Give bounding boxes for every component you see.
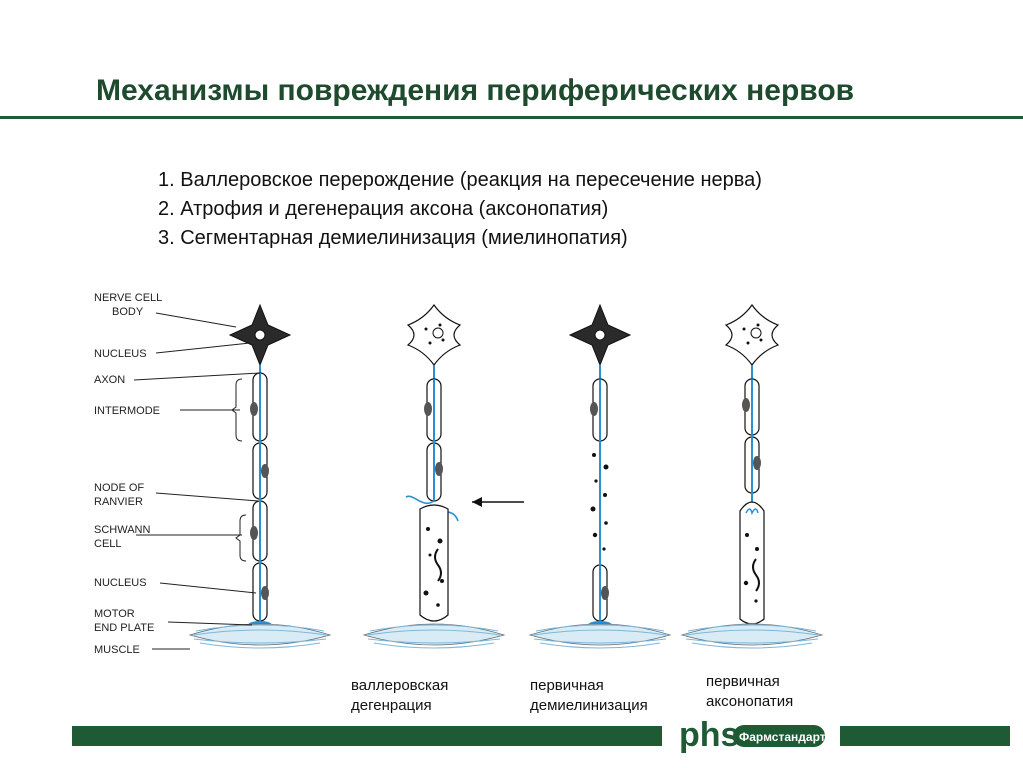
label-node-of-ranvier: NODE OF — [94, 482, 144, 494]
label-motor-end-plate: MOTOR — [94, 608, 135, 620]
company-logo: phs Фармстандарт — [677, 714, 827, 754]
axonopathy-neuron — [681, 304, 823, 649]
footer-bar-left — [72, 726, 662, 746]
caption-axonopathy: первичная аксонопатия — [706, 673, 794, 710]
label-intermode: INTERMODE — [94, 405, 160, 417]
wallerian-neuron — [363, 304, 524, 649]
logo-mark: phs — [679, 716, 739, 754]
slide-title: Механизмы повреждения периферических нер… — [96, 74, 855, 107]
label-nucleus: NUCLEUS — [94, 348, 147, 360]
label-nucleus: NUCLEUS — [94, 577, 147, 589]
label-axon: AXON — [94, 374, 125, 386]
caption-wallerian: валлеровская дегенрация — [351, 677, 449, 714]
footer-bar-right — [840, 726, 1010, 746]
label-motor-end-plate: END PLATE — [94, 622, 154, 634]
list-item: 1. Валлеровское перерождение (реакция на… — [158, 169, 762, 191]
mechanism-list: 1. Валлеровское перерождение (реакция на… — [158, 166, 762, 253]
label-node-of-ranvier: RANVIER — [94, 496, 143, 508]
label-nerve-cell-body: BODY — [112, 306, 144, 318]
label-muscle: MUSCLE — [94, 644, 140, 656]
logo-text: Фармстандарт — [739, 730, 826, 744]
label-schwann-cell: CELL — [94, 538, 122, 550]
caption-demyelination: первичная демиелинизация — [530, 677, 648, 714]
title-rule — [0, 116, 1023, 119]
list-item: 3. Сегментарная демиелинизация (миелиноп… — [158, 227, 628, 249]
label-nerve-cell-body: NERVE CELL — [94, 292, 162, 304]
demyelination-neuron — [529, 304, 671, 649]
label-schwann-cell: SCHWANN — [94, 524, 150, 536]
list-item: 2. Атрофия и дегенерация аксона (аксоноп… — [158, 198, 609, 220]
nerve-diagram: NERVE CELL BODY NUCLEUS AXON INTERMODE N… — [72, 283, 832, 716]
normal-neuron — [189, 304, 331, 649]
